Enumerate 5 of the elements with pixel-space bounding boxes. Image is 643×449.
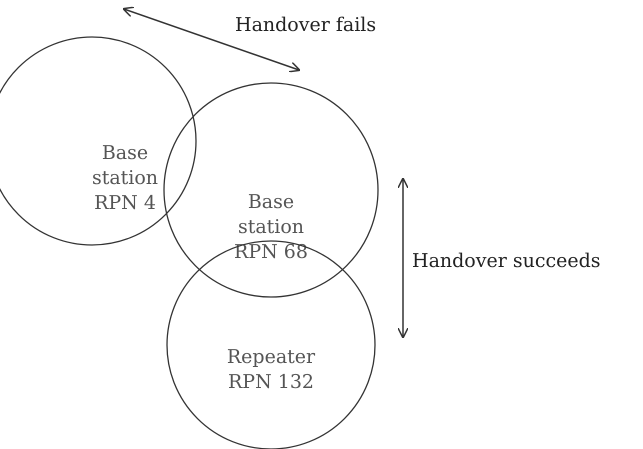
node-label: Base station RPN 68 (233, 190, 309, 265)
arrow-label: Handover fails (235, 14, 376, 36)
arrow-label: Handover succeeds (412, 250, 601, 272)
node-label: Base station RPN 4 (90, 141, 160, 216)
node-label: Repeater RPN 132 (226, 345, 316, 395)
